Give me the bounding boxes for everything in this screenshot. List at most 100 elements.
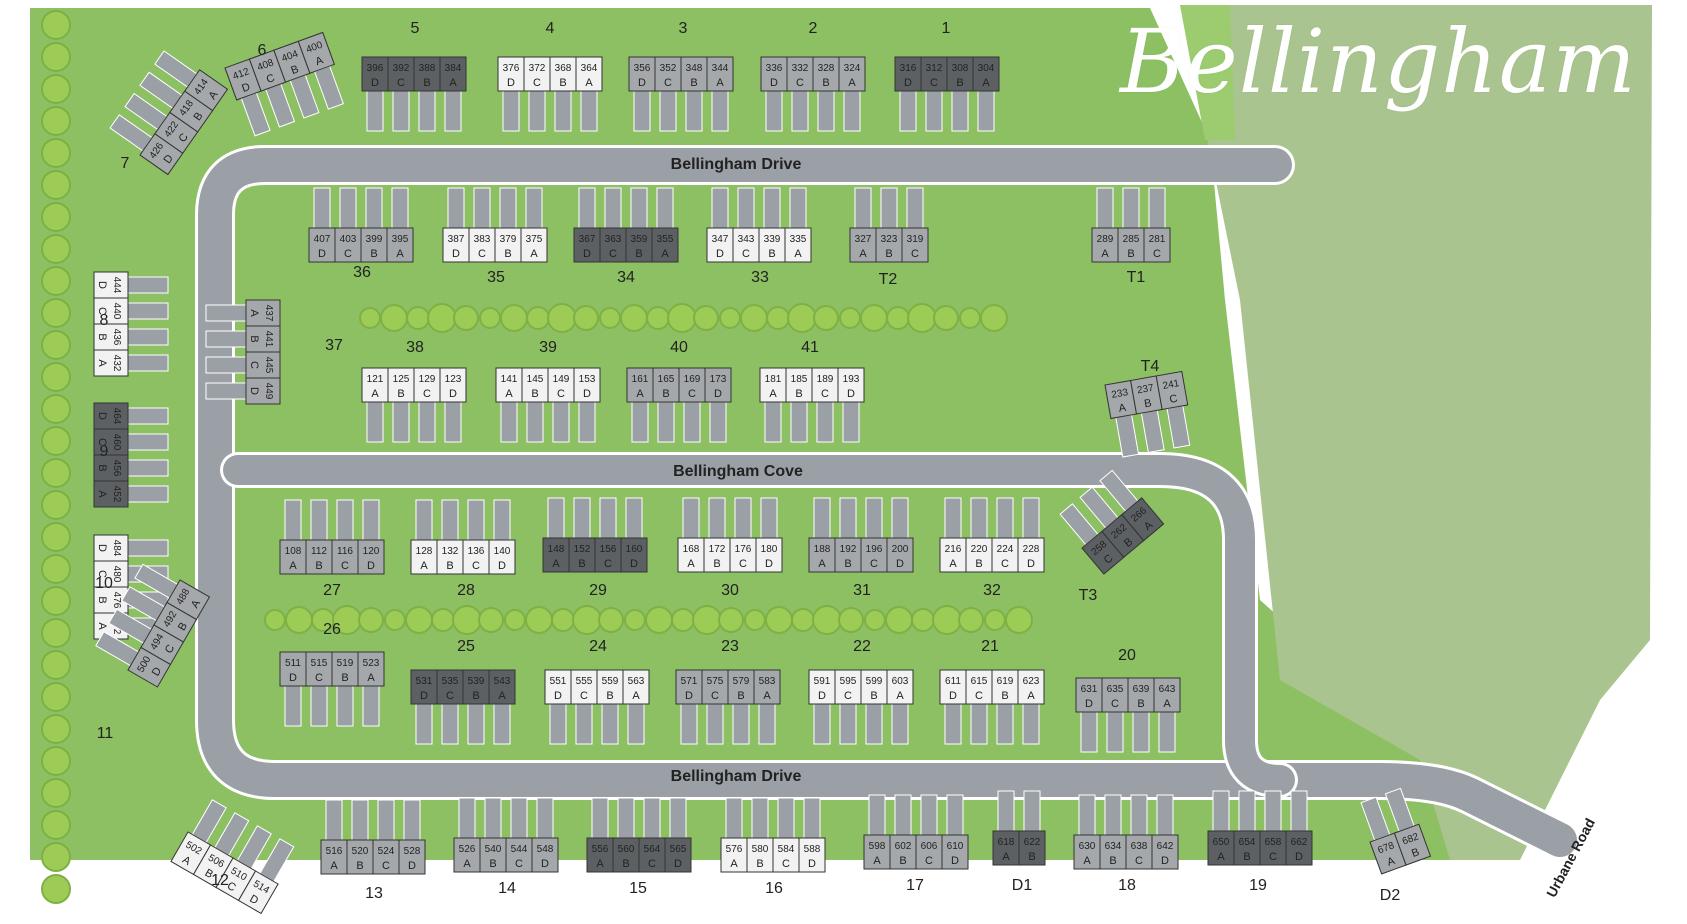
unit-lot[interactable]: 548D: [531, 837, 559, 873]
unit-lot[interactable]: 161A: [626, 367, 654, 403]
unit-lot[interactable]: 169C: [678, 367, 706, 403]
unit-lot[interactable]: 172B: [703, 537, 731, 573]
unit-lot[interactable]: 367D: [573, 227, 601, 263]
unit-lot[interactable]: 200D: [886, 537, 914, 573]
building-7[interactable]: 426D422C418B414A: [107, 47, 229, 176]
unit-lot[interactable]: 563A: [622, 669, 650, 705]
building-24[interactable]: 551D555C559B563A: [544, 669, 650, 745]
unit-lot[interactable]: 332C: [786, 56, 814, 92]
unit-lot[interactable]: 224C: [991, 537, 1019, 573]
unit-lot[interactable]: 125B: [387, 367, 415, 403]
unit-lot[interactable]: 526A: [453, 837, 481, 873]
unit-lot[interactable]: 396D: [361, 56, 389, 92]
building-22[interactable]: 591D595C599B603A: [808, 669, 914, 745]
unit-lot[interactable]: 422C: [154, 111, 199, 154]
unit-lot[interactable]: 327A: [849, 227, 877, 263]
unit-lot[interactable]: 312C: [920, 56, 948, 92]
unit-lot[interactable]: 387D: [442, 227, 470, 263]
unit-lot[interactable]: 598A: [863, 834, 891, 870]
unit-lot[interactable]: 634B: [1099, 834, 1127, 870]
building-D1[interactable]: 618A622B: [992, 790, 1046, 866]
unit-lot[interactable]: 635C: [1101, 677, 1129, 713]
unit-lot[interactable]: 611D: [939, 669, 967, 705]
unit-lot[interactable]: 363C: [599, 227, 627, 263]
unit-lot[interactable]: 129C: [413, 367, 441, 403]
unit-lot[interactable]: 520B: [346, 839, 374, 875]
unit-lot[interactable]: 372C: [523, 56, 551, 92]
unit-lot[interactable]: 642D: [1151, 834, 1179, 870]
unit-lot[interactable]: 414A: [184, 69, 229, 112]
unit-lot[interactable]: 602B: [889, 834, 917, 870]
unit-lot[interactable]: 591D: [808, 669, 836, 705]
unit-lot[interactable]: 192B: [834, 537, 862, 573]
unit-lot[interactable]: 379B: [494, 227, 522, 263]
unit-lot[interactable]: 316D: [894, 56, 922, 92]
unit-lot[interactable]: 523A: [357, 651, 385, 687]
unit-lot[interactable]: 352C: [654, 56, 682, 92]
building-38[interactable]: 121A125B129C123D: [361, 367, 467, 443]
building-35[interactable]: 387D383C379B375A: [442, 187, 548, 263]
unit-lot[interactable]: 241C: [1155, 370, 1189, 411]
unit-lot[interactable]: 399B: [360, 227, 388, 263]
unit-lot[interactable]: 140D: [488, 539, 516, 575]
unit-lot[interactable]: 408C: [248, 49, 287, 92]
unit-lot[interactable]: 258C: [1081, 530, 1125, 575]
unit-lot[interactable]: 403C: [334, 227, 362, 263]
unit-lot[interactable]: 543A: [488, 669, 516, 705]
building-D2[interactable]: 678A682B: [1356, 787, 1432, 875]
unit-lot[interactable]: 519B: [331, 651, 359, 687]
unit-lot[interactable]: 281C: [1143, 227, 1171, 263]
unit-lot[interactable]: 339B: [758, 227, 786, 263]
unit-lot[interactable]: 452A: [93, 480, 129, 508]
building-33[interactable]: 347D343C339B335A: [706, 187, 812, 263]
unit-lot[interactable]: 375A: [520, 227, 548, 263]
building-34[interactable]: 367D363C359B355A: [573, 187, 679, 263]
unit-lot[interactable]: 484D: [93, 534, 129, 562]
unit-lot[interactable]: 440C: [93, 297, 129, 325]
building-13[interactable]: 516A520B524C528D: [320, 799, 426, 875]
building-4[interactable]: 376D372C368B364A: [497, 56, 603, 132]
unit-lot[interactable]: 152B: [568, 537, 596, 573]
unit-lot[interactable]: 160D: [620, 537, 648, 573]
unit-lot[interactable]: 575C: [701, 669, 729, 705]
unit-lot[interactable]: 599B: [860, 669, 888, 705]
unit-lot[interactable]: 441B: [245, 325, 281, 353]
unit-lot[interactable]: 220B: [965, 537, 993, 573]
building-25[interactable]: 531D535C539B543A: [410, 669, 516, 745]
unit-lot[interactable]: 193D: [837, 367, 865, 403]
unit-lot[interactable]: 643A: [1153, 677, 1181, 713]
unit-lot[interactable]: 559B: [596, 669, 624, 705]
unit-lot[interactable]: 555C: [570, 669, 598, 705]
unit-lot[interactable]: 595C: [834, 669, 862, 705]
unit-lot[interactable]: 324A: [838, 56, 866, 92]
building-30[interactable]: 168A172B176C180D: [677, 497, 783, 573]
unit-lot[interactable]: 551D: [544, 669, 572, 705]
unit-lot[interactable]: 511D: [279, 651, 307, 687]
unit-lot[interactable]: 266A: [1121, 497, 1165, 542]
unit-lot[interactable]: 112B: [305, 539, 333, 575]
building-T4[interactable]: 233A237B241C: [1104, 370, 1195, 458]
building-19[interactable]: 650A654B658C662D: [1207, 790, 1313, 866]
unit-lot[interactable]: 384A: [439, 56, 467, 92]
building-41[interactable]: 181A185B189C193D: [759, 367, 865, 443]
unit-lot[interactable]: 216A: [939, 537, 967, 573]
unit-lot[interactable]: 233A: [1104, 379, 1138, 420]
unit-lot[interactable]: 376D: [497, 56, 525, 92]
unit-lot[interactable]: 189C: [811, 367, 839, 403]
building-36[interactable]: 407D403C399B395A: [308, 187, 414, 263]
unit-lot[interactable]: 622B: [1018, 830, 1046, 866]
unit-lot[interactable]: 116C: [331, 539, 359, 575]
unit-lot[interactable]: 168A: [677, 537, 705, 573]
unit-lot[interactable]: 145B: [521, 367, 549, 403]
unit-lot[interactable]: 128A: [410, 539, 438, 575]
building-39[interactable]: 141A145B149C153D: [495, 367, 601, 443]
building-3[interactable]: 356D352C348B344A: [628, 56, 734, 132]
building-21[interactable]: 611D615C619B623A: [939, 669, 1045, 745]
unit-lot[interactable]: 506B: [192, 844, 234, 889]
building-27[interactable]: 108A112B116C120D: [279, 499, 385, 575]
building-40[interactable]: 161A165B169C173D: [626, 367, 732, 443]
unit-lot[interactable]: 153D: [573, 367, 601, 403]
unit-lot[interactable]: 540B: [479, 837, 507, 873]
unit-lot[interactable]: 123D: [439, 367, 467, 403]
unit-lot[interactable]: 136C: [462, 539, 490, 575]
